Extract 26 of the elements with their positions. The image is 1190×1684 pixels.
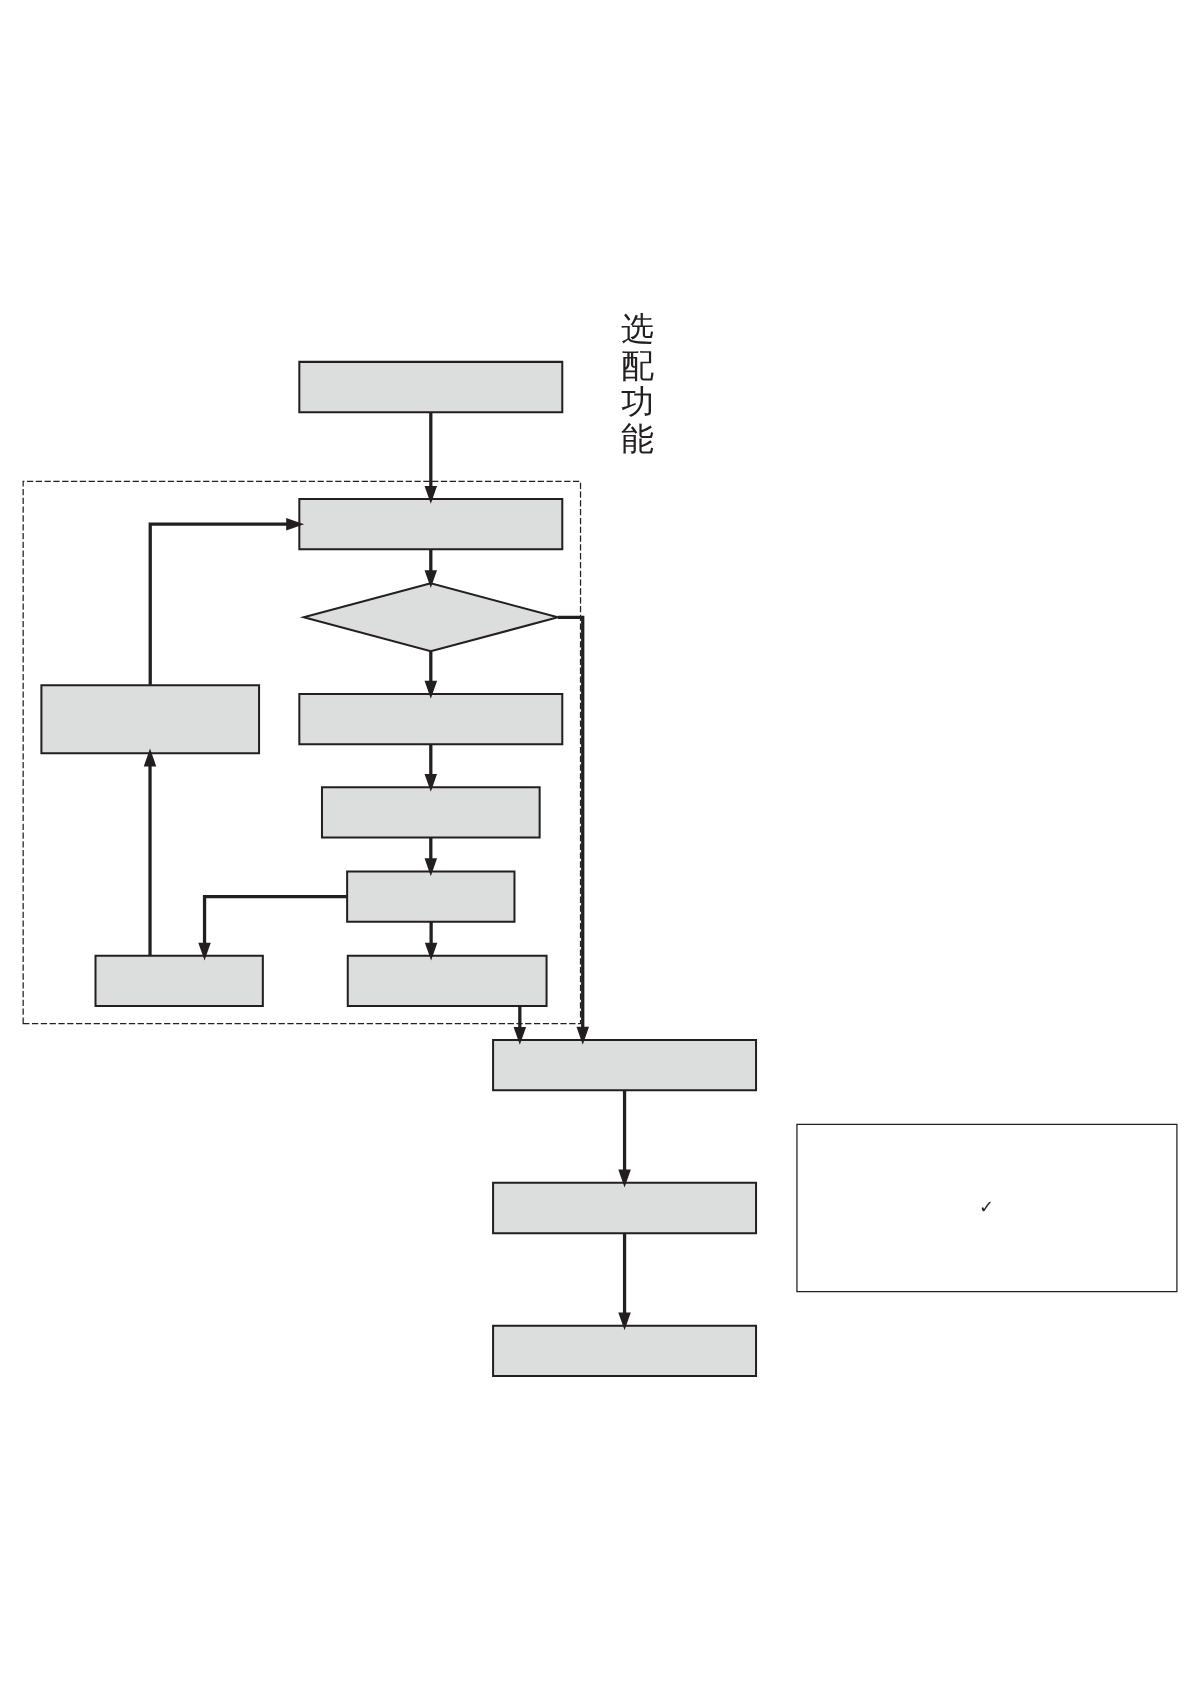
node-box — [320, 785, 541, 838]
node-box — [492, 1181, 758, 1234]
node-box — [298, 360, 564, 413]
arrow — [618, 1089, 631, 1187]
arrow — [424, 837, 438, 876]
node-box — [492, 1324, 758, 1377]
node-box — [492, 1038, 758, 1091]
arrow — [618, 1232, 631, 1330]
node-box — [94, 954, 264, 1007]
node-box — [346, 869, 516, 923]
arrow — [198, 894, 347, 961]
node-box — [298, 692, 564, 745]
arrow — [513, 1005, 527, 1045]
node-box: ✓ — [796, 1123, 1178, 1292]
arrow — [424, 744, 438, 792]
arrow — [424, 921, 438, 961]
arrow — [424, 549, 438, 588]
arrow — [148, 517, 305, 685]
node-box — [298, 497, 564, 550]
node-box — [346, 954, 548, 1007]
node-box — [40, 683, 261, 754]
arrow — [424, 412, 438, 504]
cluster — [22, 480, 582, 1024]
label: 选配功能 — [620, 309, 654, 457]
arrow — [143, 748, 157, 955]
arrow — [424, 651, 438, 699]
